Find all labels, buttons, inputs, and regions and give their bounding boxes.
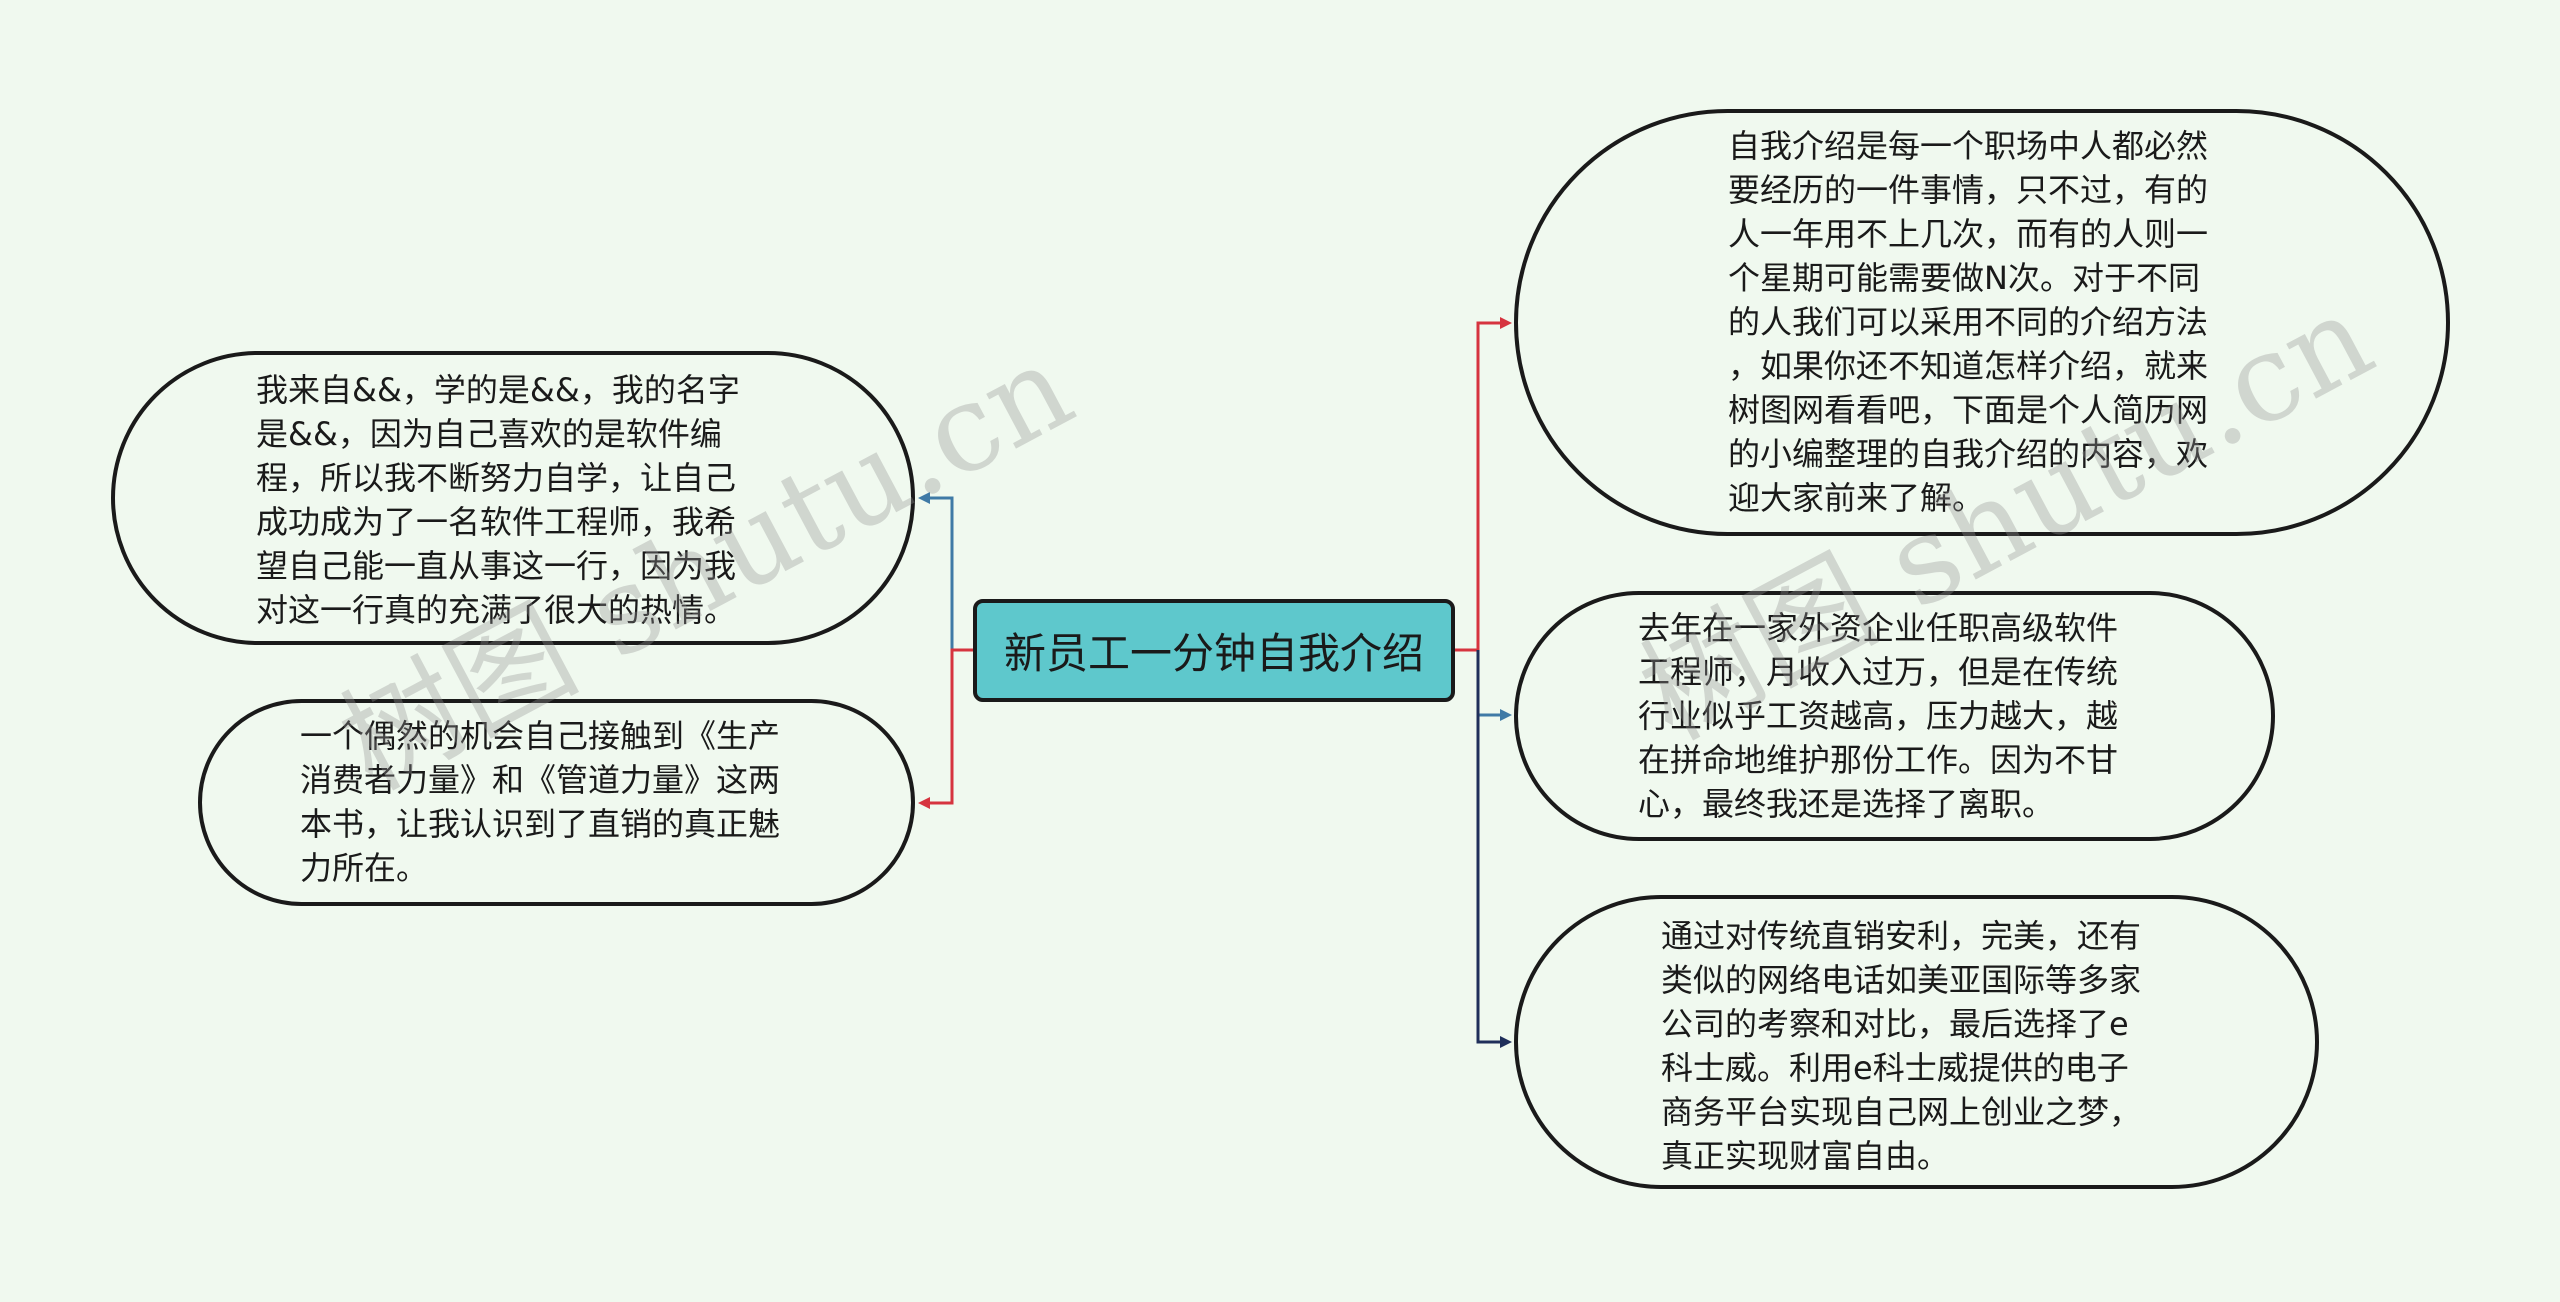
topic-right-3-text: 通过对传统直销安利，完美，还有 类似的网络电话如美亚国际等多家 公司的考察和对比… (1661, 917, 2142, 1175)
link-left-2 (928, 648, 973, 805)
link-right-3 (1476, 650, 1502, 1044)
topic-left-1-text: 我来自&&，学的是&&，我的名字 是&&，因为自己喜欢的是软件编 程，所以我不断… (256, 371, 740, 629)
topic-left-1[interactable] (111, 351, 915, 645)
arrow-right-2 (1500, 709, 1512, 721)
topic-right-2[interactable] (1514, 591, 2275, 841)
topic-right-3[interactable] (1514, 895, 2319, 1189)
topic-right-1[interactable] (1514, 109, 2450, 536)
topic-right-2-text: 去年在一家外资企业任职高级软件 工程师，月收入过万，但是在传统 行业似乎工资越高… (1638, 609, 2119, 823)
topic-left-2-text: 一个偶然的机会自己接触到《生产 消费者力量》和《管道力量》这两 本书，让我认识到… (300, 717, 781, 887)
link-left-1 (928, 496, 973, 652)
topic-right-1-text: 自我介绍是每一个职场中人都必然 要经历的一件事情，只不过，有的 人一年用不上几次… (1728, 127, 2209, 517)
arrow-right-3 (1500, 1036, 1512, 1048)
arrow-left-2 (918, 797, 930, 809)
arrow-left-1 (918, 492, 930, 504)
link-right-1 (1455, 321, 1502, 652)
central-topic-label: 新员工一分钟自我介绍 (1003, 629, 1424, 678)
link-right-2 (1476, 650, 1502, 717)
central-topic[interactable]: 新员工一分钟自我介绍 (973, 599, 1455, 702)
topic-left-2[interactable] (198, 699, 915, 906)
arrow-right-1 (1500, 317, 1512, 329)
